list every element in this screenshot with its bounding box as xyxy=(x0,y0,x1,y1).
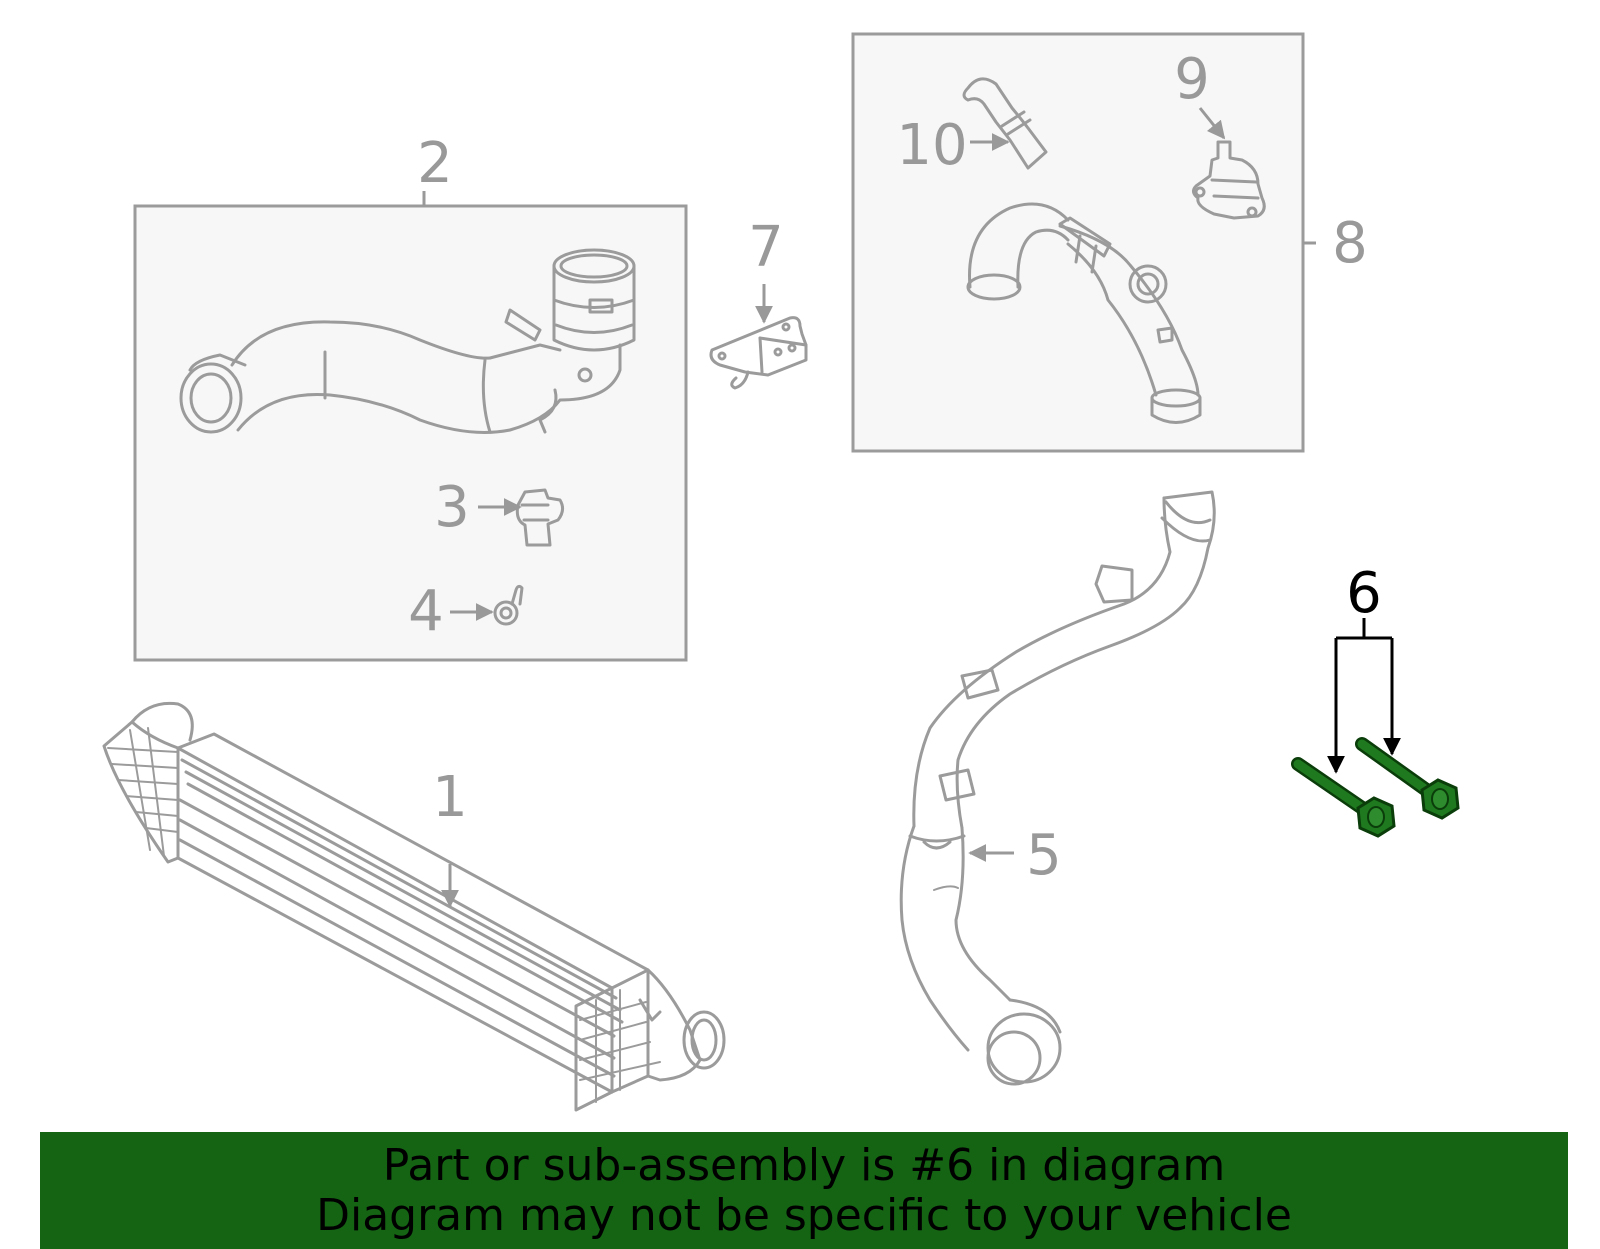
part-1-intercooler xyxy=(102,701,726,1112)
callout-7: 7 xyxy=(748,215,784,280)
leader-arrow-9 xyxy=(1198,107,1226,140)
leader-bracket-6 xyxy=(1327,618,1401,774)
callout-4: 4 xyxy=(408,579,444,644)
part-2-hose xyxy=(179,248,636,434)
part-4-grommet xyxy=(493,584,524,626)
banner-line-disclaimer: Diagram may not be specific to your vehi… xyxy=(316,1189,1292,1241)
callout-3: 3 xyxy=(434,475,470,540)
part-6-bolts xyxy=(1291,737,1460,838)
bolt-left xyxy=(1291,757,1396,838)
callout-6: 6 xyxy=(1346,561,1382,626)
callout-1: 1 xyxy=(432,765,468,830)
part-5-charge-pipe xyxy=(899,490,1216,1086)
callout-8: 8 xyxy=(1332,211,1368,276)
bolt-right xyxy=(1355,737,1460,820)
callout-5: 5 xyxy=(1026,823,1062,888)
part-10-small-hose xyxy=(962,77,1048,170)
callout-9: 9 xyxy=(1174,47,1210,112)
part-9-sensor xyxy=(1191,140,1266,220)
callout-2: 2 xyxy=(417,131,453,196)
part-7-bracket xyxy=(709,316,808,390)
part-info-banner: Part or sub-assembly is #6 in diagram Di… xyxy=(40,1132,1568,1249)
part-8-intake-hose xyxy=(966,202,1202,424)
banner-line-part: Part or sub-assembly is #6 in diagram xyxy=(382,1139,1226,1191)
callout-10: 10 xyxy=(896,113,967,178)
